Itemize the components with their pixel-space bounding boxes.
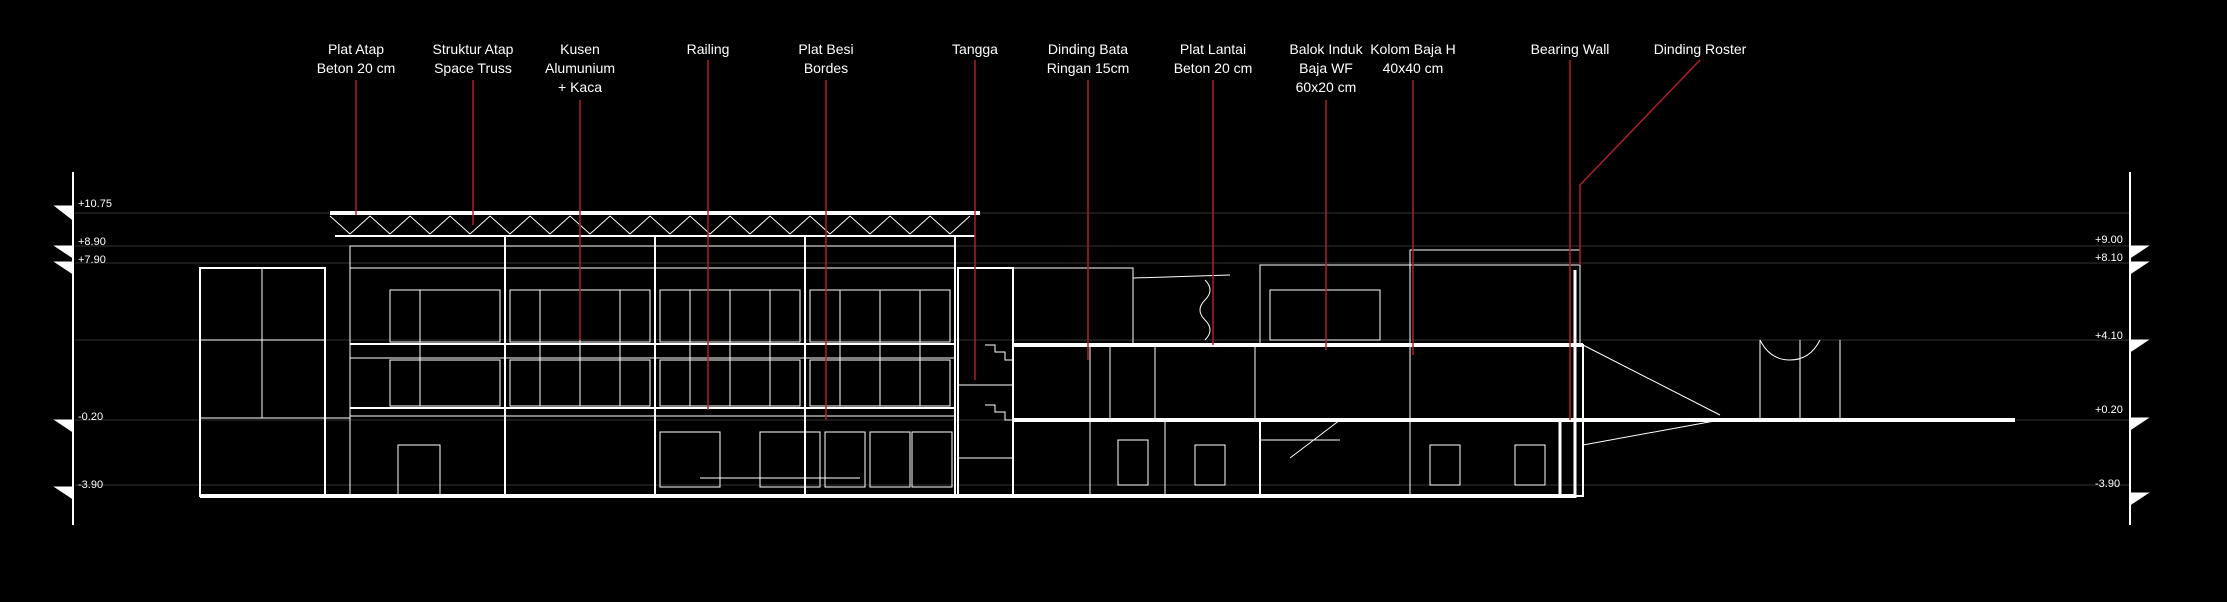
left-level-ruler (53, 172, 74, 525)
level-marker (53, 486, 74, 500)
level-right-5: -3.90 (2095, 478, 2121, 490)
level-right-2: +8.10 (2095, 252, 2123, 264)
level-marker (2129, 245, 2150, 259)
callout-kusen: Kusen Alumunium + Kaca (544, 41, 616, 95)
callout-plat-atap: Plat Atap Beton 20 cm (316, 41, 396, 76)
callout-railing: Railing (686, 41, 730, 57)
level-marker (53, 205, 74, 222)
level-left-3: +7.90 (78, 254, 106, 266)
level-left-5: -3.90 (78, 479, 104, 491)
level-marker (2129, 492, 2150, 506)
level-left-4: -0.20 (78, 411, 104, 423)
building-section (199, 211, 2015, 498)
level-marker (53, 245, 74, 259)
right-level-ruler (2129, 172, 2150, 525)
callout-balok-induk: Balok Induk Baja WF 60x20 cm (1289, 41, 1363, 95)
level-right-4: +0.20 (2095, 404, 2123, 416)
level-marker (53, 261, 74, 275)
level-right-3: +4.10 (2095, 330, 2123, 342)
callout-kolom-baja: Kolom Baja H 40x40 cm (1370, 41, 1456, 76)
callout-dinding-bata: Dinding Bata Ringan 15cm (1046, 41, 1130, 76)
callout-tangga: Tangga (952, 41, 998, 57)
callout-plat-lantai: Plat Lantai Beton 20 cm (1173, 41, 1253, 76)
callout-bearing-wall: Bearing Wall (1530, 41, 1610, 57)
level-left-2: +8.90 (78, 236, 106, 248)
level-guides (75, 212, 2130, 486)
leader-lines (355, 59, 1701, 420)
level-left-1: +10.75 (78, 198, 112, 210)
callout-plat-besi: Plat Besi Bordes (798, 41, 854, 76)
level-right-1: +9.00 (2095, 234, 2123, 246)
level-marker (53, 419, 74, 433)
callout-dinding-roster: Dinding Roster (1653, 41, 1747, 57)
callout-struktur-atap: Struktur Atap Space Truss (432, 41, 514, 76)
level-marker (2129, 261, 2150, 275)
level-marker (2129, 417, 2150, 431)
window-grid (389, 289, 951, 407)
level-marker (2129, 339, 2150, 353)
